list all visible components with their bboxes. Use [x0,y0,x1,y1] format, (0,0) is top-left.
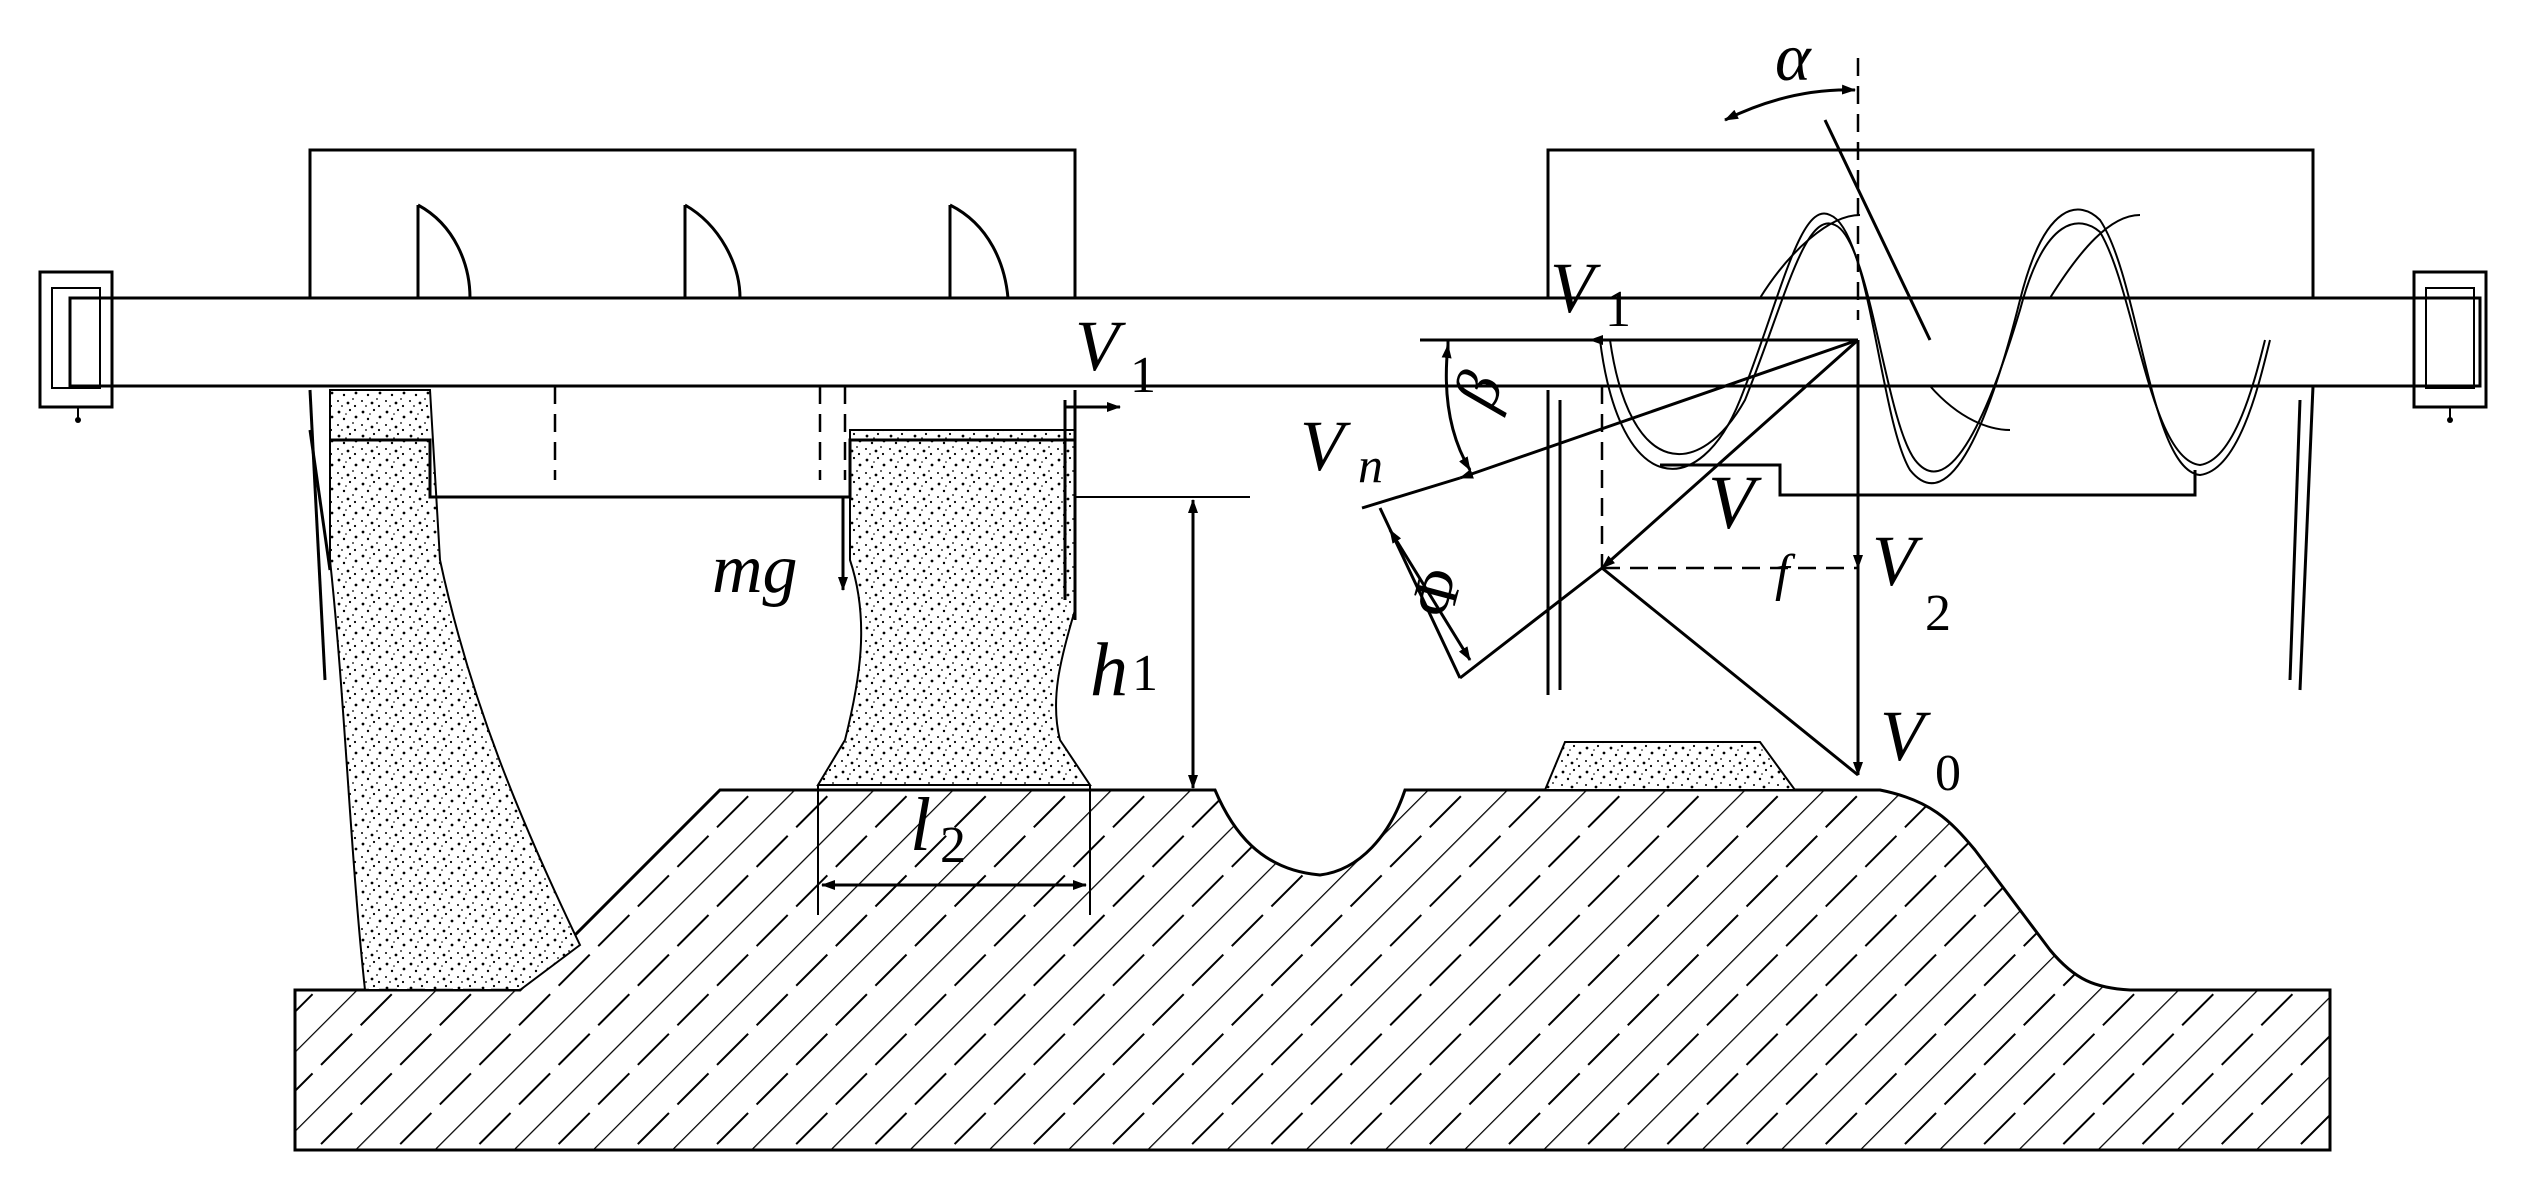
label-v1-left: V [1075,306,1126,386]
helix-flight-1 [1599,208,2271,485]
right-housing-skirt-right [2298,385,2315,691]
right-housing-skirt-right-inner [2288,399,2302,681]
phi-diagonal [1459,566,1603,680]
auger-shaft [68,296,2482,388]
phi-dimension-arrow [1388,529,1472,661]
label-mg: mg [712,531,798,608]
label-v1-left-sub: 1 [1130,347,1156,404]
helix-flight-2 [1609,222,2266,473]
label-v2: V [1872,521,1923,601]
left-auger-housing [308,148,1077,300]
left-end-bearing [38,270,114,423]
auger-blade-2 [683,203,742,299]
auger-blade-1 [416,203,472,299]
auger-blade-3 [948,203,1010,299]
label-v1-right-sub: 1 [1605,281,1631,338]
right-end-bearing [2412,270,2488,423]
helix-shaft-curve [1759,214,2141,431]
label-f: f [1775,545,1796,602]
v-resultant-arrow [1601,338,1859,570]
left-skirt-inner [308,429,332,571]
beta-arc-arrow [1441,344,1472,471]
vn-arrow [1459,338,1859,480]
helix-angle-line [1823,119,1932,341]
left-channel-box [330,438,1075,499]
label-v2-sub: 2 [1925,585,1951,642]
label-v1-right: V [1550,248,1601,328]
label-l2: l [910,783,931,867]
label-v0-sub: 0 [1935,745,1961,802]
label-h1: h [1090,628,1128,712]
label-phi: Φ [1396,561,1477,625]
label-v0: V [1880,696,1931,776]
label-l2-sub: 2 [940,817,966,874]
label-vn: V [1300,406,1351,486]
label-h1-sub: 1 [1132,645,1158,702]
right-auger-housing [1546,148,2315,300]
vn-extension [1361,476,1461,510]
soil-plume-center [816,429,1092,786]
soil-plume-left [329,389,582,991]
left-skirt [308,389,327,681]
v0-diagonal [1601,566,1859,777]
soil-heap-right [1543,741,1797,791]
soil-profile [293,788,2332,1152]
label-v: V [1708,461,1762,545]
label-vn-sub: n [1358,437,1383,493]
label-alpha: α [1775,19,1812,95]
right-channel-box [1660,463,2197,497]
alpha-arc-arrow [1724,84,1856,122]
